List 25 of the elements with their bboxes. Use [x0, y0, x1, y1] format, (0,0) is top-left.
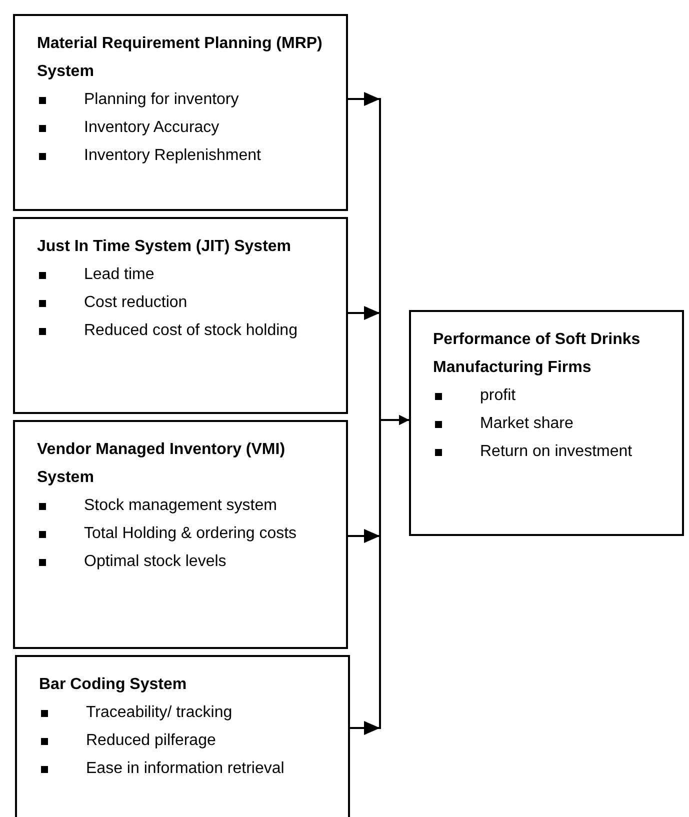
- bullet-text: Optimal stock levels: [84, 552, 226, 572]
- factor-box: [13, 420, 348, 649]
- factor-box: [409, 310, 684, 536]
- bullet-text: Ease in information retrieval: [86, 759, 284, 779]
- bullet-text: Reduced cost of stock holding: [84, 321, 298, 341]
- factor-box: [15, 655, 350, 817]
- factor-box: [13, 14, 348, 211]
- box-heading: Material Requirement Planning (MRP) System: [37, 34, 324, 82]
- bullet-text: Inventory Replenishment: [84, 146, 261, 166]
- bullet-text: Market share: [480, 414, 574, 434]
- bullet-text: Total Holding & ordering costs: [84, 524, 297, 544]
- box-heading: Vendor Managed Inventory (VMI) System: [37, 440, 286, 488]
- factor-box: [13, 217, 348, 414]
- bullet-text: Reduced pilferage: [86, 731, 216, 751]
- box-heading: Bar Coding System: [39, 675, 188, 695]
- bullet-text: Stock management system: [84, 496, 277, 516]
- box-heading: Just In Time System (JIT) System: [37, 237, 292, 257]
- bullet-text: Inventory Accuracy: [84, 118, 220, 138]
- bullet-text: Planning for inventory: [84, 90, 239, 110]
- bullet-text: profit: [480, 386, 516, 406]
- bullet-text: Lead time: [84, 265, 154, 285]
- bullet-text: Return on investment: [480, 442, 632, 462]
- arrow: [350, 415, 409, 735]
- bullet-text: Traceability/ tracking: [86, 703, 232, 723]
- bullet-text: Cost reduction: [84, 293, 188, 313]
